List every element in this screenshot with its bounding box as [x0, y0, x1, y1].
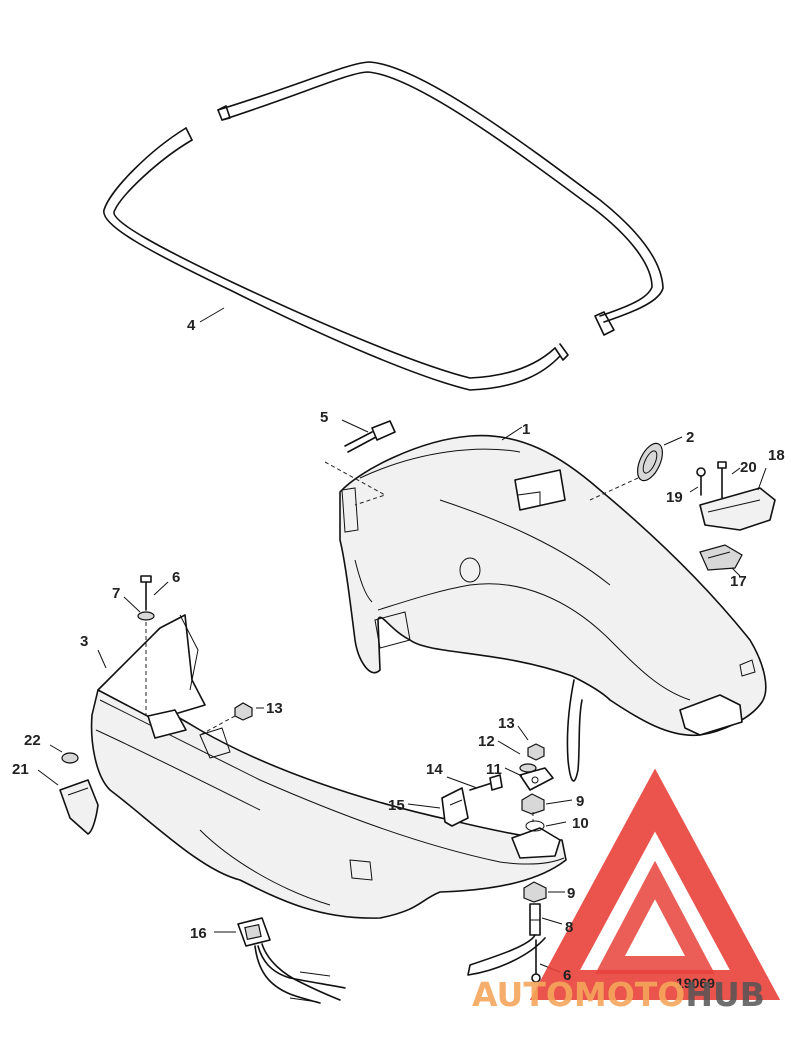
leader-11 [504, 767, 523, 777]
stud-washer-top [137, 575, 155, 715]
leader-14 [446, 776, 478, 789]
callout-15: 15 [388, 797, 405, 814]
hardware-right [441, 743, 554, 832]
watermark-text: AUTOMOTOHUB [472, 975, 765, 1014]
grommet-part-2 [589, 442, 663, 501]
callout-6b: 6 [563, 967, 571, 984]
callout-21: 21 [12, 761, 29, 778]
leader-10 [545, 821, 567, 827]
callout-16: 16 [190, 925, 207, 942]
leader-17 [731, 567, 741, 577]
callout-1: 1 [522, 421, 530, 438]
callout-17: 17 [730, 573, 747, 590]
callout-7: 7 [112, 585, 120, 602]
leader-18 [757, 467, 767, 491]
latch-assembly [696, 461, 776, 571]
callout-19: 19 [666, 489, 683, 506]
leader-2 [663, 436, 683, 446]
leader-12 [497, 740, 521, 755]
callout-22: 22 [24, 732, 41, 749]
logo-triangle-inner [595, 860, 715, 974]
leader-13b [517, 725, 529, 741]
leader-20 [731, 467, 741, 475]
watermark-logo [529, 768, 781, 1000]
callout-9a: 9 [576, 793, 584, 810]
leader-19 [689, 486, 699, 493]
callout-14: 14 [426, 761, 443, 778]
leader-21 [37, 769, 59, 786]
leader-6a [153, 581, 169, 596]
callout-3: 3 [80, 633, 88, 650]
leader-7 [123, 596, 141, 613]
seal-part-4 [103, 61, 664, 391]
watermark-brand-part2: HUB [685, 975, 765, 1014]
leader-8 [541, 917, 563, 925]
leader-5 [341, 419, 369, 433]
leader-1 [501, 426, 523, 441]
bolt-part-5 [324, 420, 396, 506]
clip-part-21 [59, 752, 99, 835]
stud-assembly-lower [467, 881, 547, 983]
leader-22 [49, 744, 63, 753]
callout-10: 10 [572, 815, 589, 832]
callout-6a: 6 [172, 569, 180, 586]
figure-number: 19069 [676, 975, 715, 991]
front-cowl-part-3 [90, 614, 567, 919]
callout-13b: 13 [498, 715, 515, 732]
callout-2: 2 [686, 429, 694, 446]
callout-4: 4 [187, 317, 196, 334]
switch-harness-part-16 [237, 917, 346, 1004]
callout-12: 12 [478, 733, 495, 750]
logo-triangle-outer [529, 768, 781, 1000]
callout-13a: 13 [266, 700, 283, 717]
callout-labels: 1 2 3 4 5 6 7 13 22 21 13 12 11 14 15 9 … [12, 317, 785, 991]
callout-11: 11 [486, 761, 502, 778]
rear-cowl-part-1 [339, 434, 767, 782]
leader-4 [199, 307, 225, 323]
callout-20: 20 [740, 459, 757, 476]
leader-15 [407, 803, 441, 809]
callout-5: 5 [320, 409, 328, 426]
leader-3 [97, 649, 107, 669]
callout-8: 8 [565, 919, 573, 936]
callout-18: 18 [768, 447, 785, 464]
nut-part-13a [199, 702, 253, 736]
watermark-brand-part1: AUTOMOTO [472, 975, 685, 1014]
callout-9b: 9 [567, 885, 575, 902]
leader-9a [545, 799, 573, 805]
